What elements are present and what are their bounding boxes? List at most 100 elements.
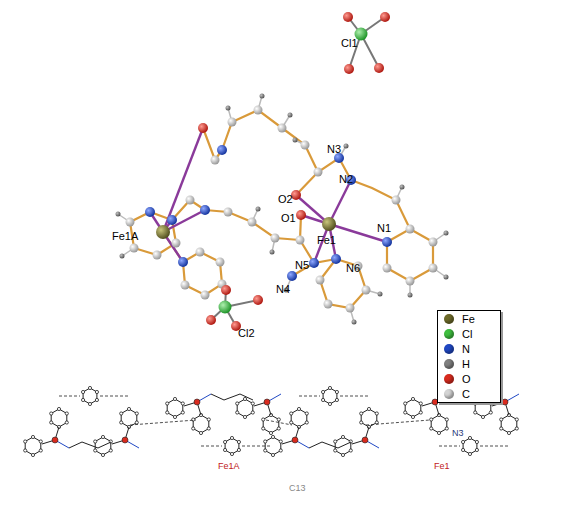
packing-stroke [305,421,308,424]
packing-stroke [405,399,421,417]
packing-stroke [167,399,183,417]
packing-stroke [279,449,282,452]
packing-stroke [194,399,200,405]
packing-stroke [501,415,517,433]
packing-stroke [340,396,369,397]
packing-stroke [237,448,240,451]
packing-stroke [81,398,84,401]
packing-stroke [121,409,137,427]
atom-label: N4 [276,283,290,295]
packing-stroke [411,397,414,400]
packing-stroke [375,412,378,415]
packing-stroke [207,418,210,421]
packing-stroke [404,411,407,414]
packing-stroke [243,397,246,400]
packing-stroke [236,411,239,414]
packing-stroke [243,415,246,418]
packing-stroke [277,418,280,421]
packing-stroke [242,446,271,447]
packing-stroke [251,411,254,414]
packing-stroke [481,415,484,418]
packing-stroke [236,402,239,405]
packing-stroke [279,440,282,443]
atom-label: N6 [346,262,360,274]
packing-stroke [341,453,344,456]
packing-stroke [52,437,58,443]
packing-stroke [468,452,471,455]
packing-stroke [367,407,370,410]
packing-stroke [50,421,53,424]
packing-stroke [88,386,91,389]
atom-label: O1 [281,212,296,224]
legend-row: Fe [438,311,500,326]
packing-stroke [480,446,509,447]
packing-stroke [290,421,293,424]
packing-stroke [461,448,464,451]
packing-stroke [419,411,422,414]
packing-stroke [404,402,407,405]
packing-stroke [468,436,471,439]
packing-stroke [411,415,414,418]
packing-stroke [334,440,337,443]
packing-stroke [266,420,292,425]
atom-label: N3 [327,143,341,155]
packing-stroke [475,440,478,443]
packing-stroke [223,440,226,443]
legend-text: N [462,343,470,355]
packing-stroke [135,421,138,424]
packing-stroke [262,418,265,421]
legend-text: Cl [462,328,472,340]
atom-label: Cl1 [341,37,358,49]
packing-stroke [474,411,477,414]
packing-stroke [130,420,196,425]
packing-stroke [127,407,130,410]
packing-stroke [269,431,272,434]
packing-stroke [201,446,222,447]
packing-stroke [199,431,202,434]
packing-stroke [430,418,433,421]
packing-stroke [461,440,464,443]
packing-stroke [489,411,492,414]
packing-stroke [207,427,210,430]
packing-stroke [237,440,240,443]
packing-stroke [31,435,34,438]
packing-stroke [335,390,338,393]
packing-stroke [94,440,97,443]
packing-stroke [39,449,42,452]
packing-stroke [230,452,233,455]
packing-stroke [507,431,510,434]
atom-label: N1 [377,222,391,234]
legend-swatch [444,359,454,369]
packing-stroke [65,412,68,415]
packing-stroke [192,427,195,430]
packing-stroke [122,437,128,443]
packing-stroke [94,449,97,452]
packing-stroke [173,397,176,400]
packing-stroke [223,448,226,451]
packing-stroke [166,411,169,414]
packing-stroke [323,388,337,404]
atom-label: Fe1A [218,461,240,471]
packing-stroke [193,415,209,433]
packing-stroke [88,402,91,405]
packing-stroke [31,453,34,456]
atom-label: N5 [295,259,309,271]
packing-stroke [515,427,518,430]
legend-swatch [444,389,454,399]
packing-stroke [277,427,280,430]
packing-stroke [305,412,308,415]
legend-text: O [462,373,471,385]
packing-stroke [321,398,324,401]
packing-stroke [321,390,324,393]
packing-stroke [95,398,98,401]
legend-row: C [438,386,500,401]
atom-label: N2 [339,173,353,185]
packing-stroke [292,437,298,443]
packing-stroke [181,402,184,405]
legend-swatch [444,374,454,384]
atom-label: Fe1 [434,461,450,471]
packing-stroke [120,421,123,424]
packing-stroke [341,435,344,438]
packing-stroke [100,396,129,397]
